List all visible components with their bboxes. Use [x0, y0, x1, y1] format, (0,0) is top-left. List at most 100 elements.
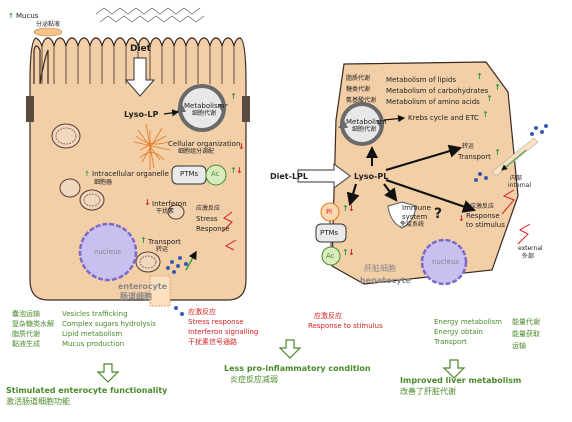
- liver-transport-dots: [474, 124, 548, 182]
- response-label-1: Response: [466, 212, 500, 220]
- carbs-label-cn: 糖类代谢: [346, 86, 371, 93]
- diet-lpl-arrow: [297, 163, 351, 189]
- organelles: [51, 123, 185, 273]
- cell-org-label: Cellular organization: [168, 140, 241, 148]
- immune-label-cn: 免疫系统: [400, 221, 425, 228]
- lyso-pl-arrows: [346, 144, 477, 213]
- right-cn-2: 能量获取: [512, 330, 540, 338]
- down-arrow-icon: ↓: [238, 142, 245, 151]
- diet-lpl-label: Diet-LPL: [270, 172, 309, 181]
- mid-result-cn: 炎症反应减弱: [230, 375, 278, 384]
- lipids-label: Metabolism of lipids: [386, 76, 457, 84]
- down-arrow-icon: ↓: [144, 198, 151, 207]
- up-arrow-icon: ↑: [140, 236, 147, 245]
- liver-metabolism-cycle: [338, 102, 386, 146]
- mucus-drop: [33, 27, 63, 37]
- transport-dots: [166, 256, 188, 316]
- ptms-label: PTMs: [180, 170, 199, 178]
- lipid-molecule: [95, 7, 205, 23]
- diet-label: Diet: [130, 44, 151, 54]
- right-en-1: Energy metabolism: [434, 318, 502, 326]
- stress-lightning-left: [221, 211, 237, 251]
- outcome-en-1: Vesicles trafficking: [62, 310, 128, 318]
- ac-circle: [205, 164, 227, 186]
- liver-transport-label: Transport: [458, 153, 491, 161]
- interferon-label: Interferon: [152, 200, 187, 208]
- enterocyte-label: enterocyte: [118, 282, 168, 291]
- outcome-en-3: Lipid metabolism: [62, 330, 123, 338]
- stress-label-cn: 应激反应: [196, 205, 221, 212]
- up-arrow-icon: ↑: [482, 110, 489, 119]
- up-arrow-icon: ↑: [494, 148, 501, 157]
- hepatocyte-label-cn: 肝脏细胞: [364, 264, 396, 273]
- stress-lightning-right: [501, 189, 531, 245]
- immune-label-1: Immune: [402, 204, 431, 212]
- up-arrow-icon: ↑: [8, 12, 14, 20]
- response-label-2: to stimulus: [466, 221, 505, 229]
- outcome-cn-2: 复杂糖类水解: [12, 320, 54, 328]
- internal-label: internal: [508, 182, 532, 189]
- nucleus-left: [78, 222, 138, 282]
- ac-label: Ac: [211, 170, 220, 178]
- right-result: Improved liver metabolism: [400, 376, 522, 385]
- right-cn-3: 运输: [512, 342, 526, 350]
- up-arrow-icon: ↑: [230, 166, 237, 175]
- liver-transport-label-cn: 转运: [462, 143, 475, 150]
- up-arrow-icon: ↑: [476, 72, 483, 81]
- cytoskeleton-icon: [133, 123, 171, 170]
- organelle-label-cn: 细胞器: [94, 179, 113, 186]
- liver-metabolism-label-cn: 细胞代谢: [352, 126, 377, 133]
- krebs-label: Krebs cycle and ETC: [408, 114, 479, 122]
- up-arrow-icon: ↑: [342, 204, 349, 213]
- response-label: Response: [196, 225, 230, 233]
- up-arrow-icon: ↑: [486, 94, 493, 103]
- lyso-lp-label: Lyso-LP: [124, 110, 159, 119]
- outcome-cn-1: 囊泡运输: [12, 310, 40, 318]
- external-label-cn: 外部: [522, 253, 535, 260]
- mid-result: Less pro-inflammatory condition: [224, 364, 371, 373]
- up-arrow-icon: ↑: [494, 83, 501, 92]
- amino-label: Metabolism of amino acids: [386, 98, 480, 106]
- liver-metabolism-label: Metabolism: [346, 118, 387, 126]
- carbs-label: Metabolism of carbohydrates: [386, 87, 489, 95]
- mid-en-2: Interferon signalling: [188, 328, 259, 336]
- right-cn-1: 能量代谢: [512, 318, 540, 326]
- nucleus-left-label: nucleus: [94, 248, 122, 256]
- up-arrow-icon: ↑: [84, 170, 90, 178]
- basal-region: [149, 275, 171, 307]
- pi-label: Pi: [326, 208, 333, 216]
- liver-stress-label-cn: 应激反应: [470, 203, 495, 210]
- mid-cn-1: 应激反应: [188, 308, 216, 316]
- right-stress-cn: 应激反应: [314, 312, 342, 320]
- shield-icon: [387, 201, 417, 229]
- result-arrows: [96, 339, 466, 383]
- internal-label-cn: 内部: [510, 175, 523, 182]
- right-stress-en: Response to stimulus: [308, 322, 383, 330]
- diet-arrow: [124, 57, 156, 97]
- stress-label: Stress: [196, 215, 218, 223]
- transport-label-cn: 转运: [156, 246, 169, 253]
- up-arrow-icon: ↑: [230, 92, 237, 101]
- down-arrow-icon: ↓: [348, 248, 355, 257]
- metabolism-label: Metabolism: [184, 102, 225, 110]
- outcome-cn-3: 脂质代谢: [12, 330, 40, 338]
- down-arrow-icon: ↓: [458, 214, 465, 223]
- transport-label: Transport: [148, 238, 181, 246]
- metabolism-label-cn: 细胞代谢: [192, 110, 217, 117]
- outcome-cn-4: 黏液生成: [12, 340, 40, 348]
- nucleus-right-label: nucleus: [432, 258, 460, 266]
- liver-ac-label: Ac: [326, 252, 335, 260]
- cell-org-label-cn: 细胞组分调配: [178, 148, 215, 155]
- nucleus-right: [420, 238, 468, 286]
- question-mark: ?: [434, 206, 443, 222]
- liver-ptms-label: PTMs: [320, 229, 339, 237]
- down-arrow-icon: ↓: [348, 204, 355, 213]
- up-arrow-icon: ↑: [342, 248, 349, 257]
- mid-cn-2: 干扰素信号通路: [188, 338, 237, 346]
- immune-label-2: system: [402, 213, 428, 221]
- mid-en-1: Stress response: [188, 318, 244, 326]
- outcome-en-2: Complex sugars hydrolysis: [62, 320, 156, 328]
- enterocyte-label-cn: 肠道细胞: [120, 292, 152, 301]
